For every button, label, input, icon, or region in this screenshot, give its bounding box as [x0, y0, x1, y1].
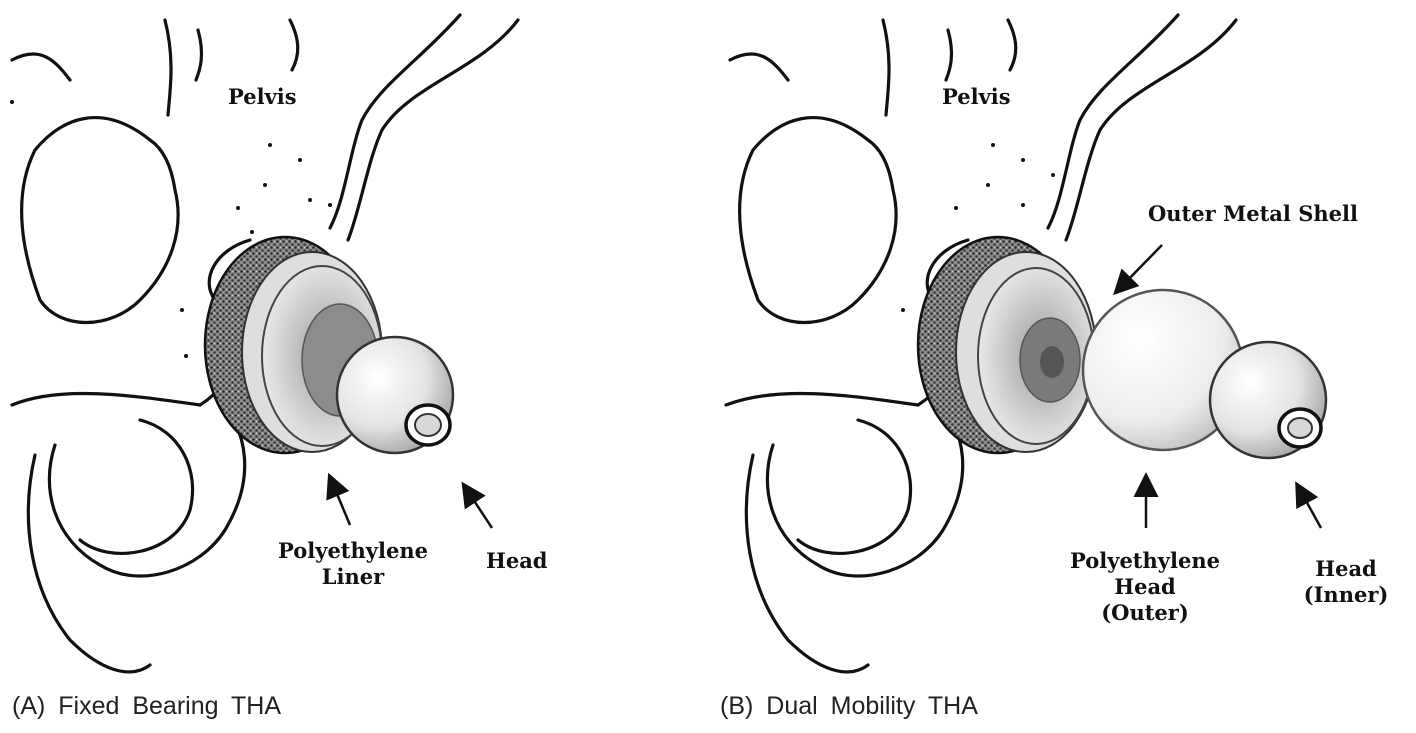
shell-arrow [1120, 245, 1162, 288]
pe-head-label: Polyethylene Head (Outer) [1048, 548, 1242, 626]
fixed-bearing-illustration [0, 0, 708, 733]
caption-a: (A) Fixed Bearing THA [12, 692, 281, 721]
liner-label-line1: Polyethylene [258, 538, 448, 564]
pelvis-label: Pelvis [942, 84, 1011, 110]
pe-head-label-line3: (Outer) [1048, 600, 1242, 626]
liner-label: Polyethylene Liner [258, 538, 448, 590]
liner-arrow [332, 482, 350, 525]
pe-head-label-line2: Head [1048, 574, 1242, 600]
inner-head-label-line1: Head [1296, 556, 1396, 582]
inner-head-label: Head (Inner) [1296, 556, 1396, 608]
inner-head [1210, 342, 1326, 458]
head-arrow-a [467, 490, 492, 528]
head-label: Head [486, 548, 548, 574]
panel-dual-mobility: Pelvis Outer Metal Shell Polyethylene He… [708, 0, 1416, 733]
pe-head-label-line1: Polyethylene [1048, 548, 1242, 574]
panel-fixed-bearing: Pelvis Polyethylene Liner Head (A) Fixed… [0, 0, 708, 733]
liner-label-line2: Liner [258, 564, 448, 590]
shell-label: Outer Metal Shell [1148, 201, 1358, 227]
caption-b: (B) Dual Mobility THA [720, 692, 978, 721]
outer-metal-shell [918, 237, 1096, 453]
inner-head-arrow [1300, 490, 1321, 528]
femoral-head [337, 337, 453, 453]
pelvis-label: Pelvis [228, 84, 297, 110]
inner-head-label-line2: (Inner) [1296, 582, 1396, 608]
